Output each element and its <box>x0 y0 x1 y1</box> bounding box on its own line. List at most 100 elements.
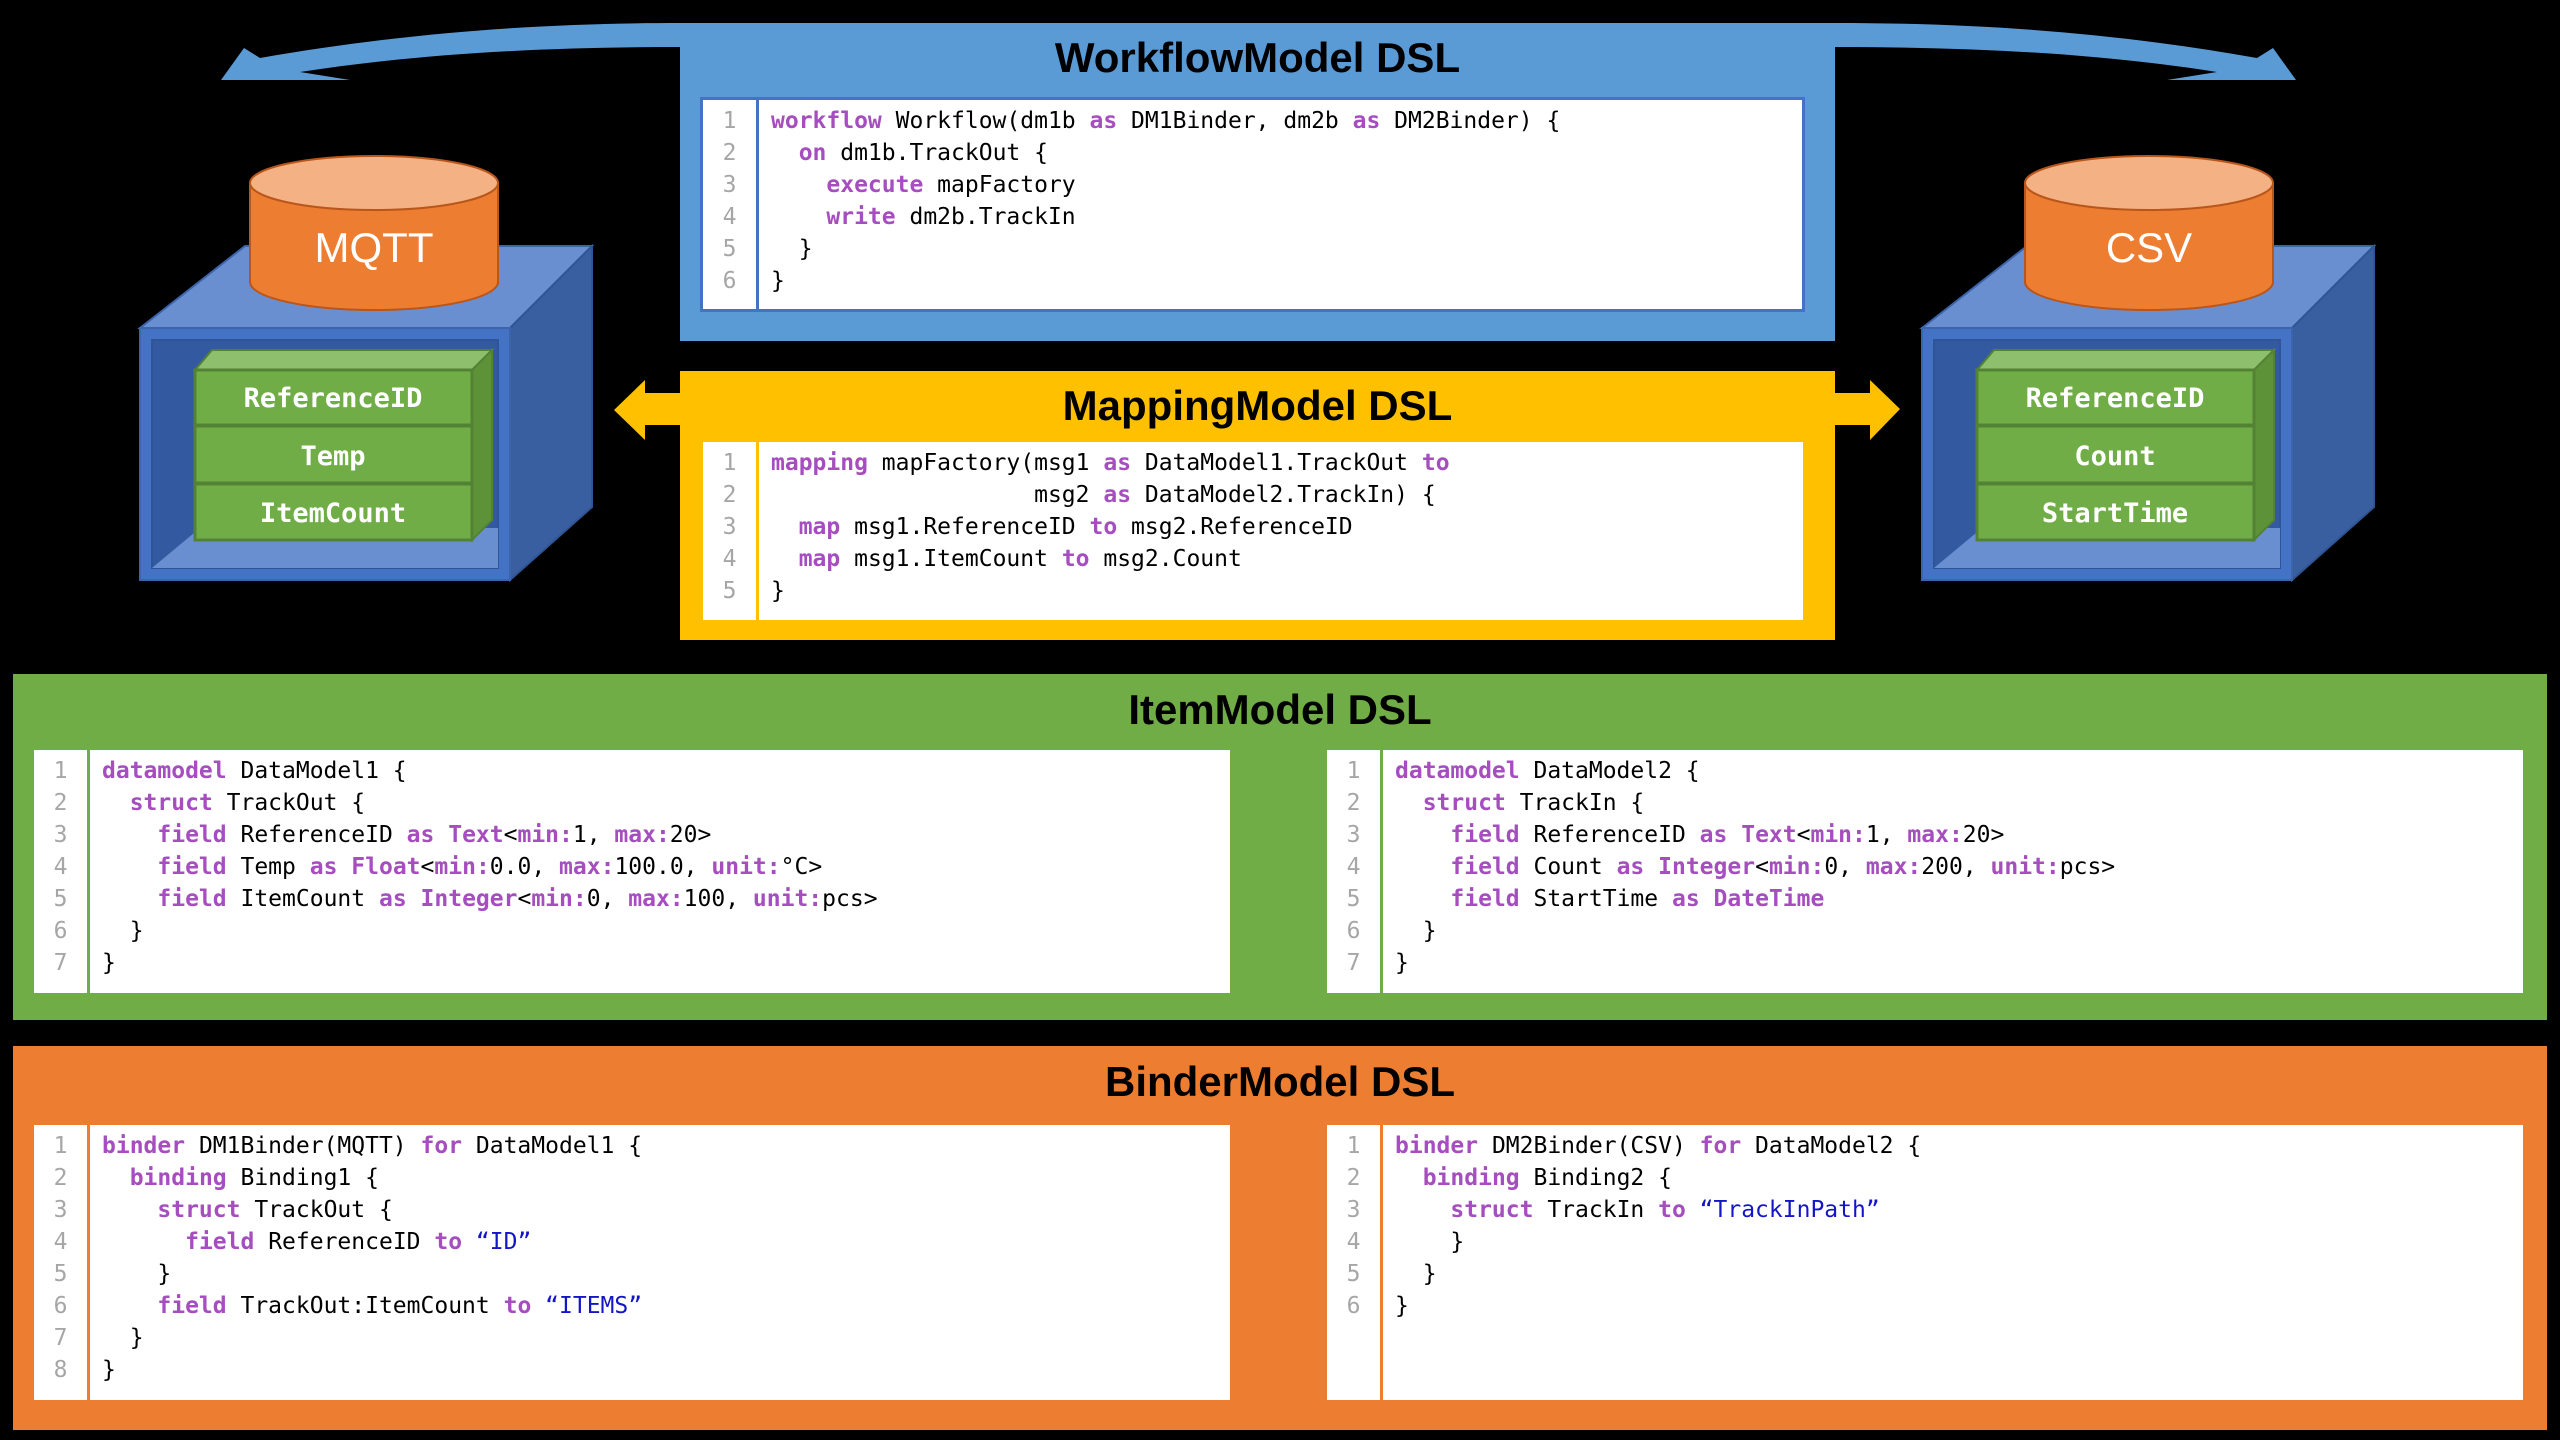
left-field-label: ItemCount <box>260 498 406 529</box>
code-text: } <box>771 268 785 294</box>
keyword: Text <box>1741 822 1797 848</box>
keyword: field <box>157 1293 227 1319</box>
keyword: for <box>420 1133 463 1159</box>
left-cylinder-body <box>249 182 499 311</box>
line-number: 7 <box>53 950 68 976</box>
code-text: 0, <box>1824 854 1866 880</box>
stack-side <box>471 347 493 543</box>
left-field-label: Temp <box>300 441 365 472</box>
keyword: min: <box>1768 854 1825 880</box>
code-text: } <box>102 1357 116 1383</box>
right-cube: ReferenceID Count StartTime <box>1919 155 2377 583</box>
stack-top <box>1974 349 2277 371</box>
line-number: 1 <box>53 758 68 784</box>
code-text: 0, <box>586 886 629 912</box>
code-text: Binding2 { <box>1519 1165 1672 1191</box>
code-text: DataModel1 { <box>226 758 407 784</box>
code-text: DataModel2 { <box>1741 1133 1922 1159</box>
line-number: 5 <box>722 236 737 262</box>
string-literal: “TrackInPath” <box>1699 1197 1880 1223</box>
code-text: < <box>420 854 435 880</box>
code-line: field ItemCount as Integer<min:0, max:10… <box>102 886 878 912</box>
code-text <box>102 1197 157 1223</box>
right-store-label: CSV <box>2105 224 2193 271</box>
keyword: for <box>1699 1133 1742 1159</box>
code-line: } <box>102 1325 144 1351</box>
code-line: } <box>102 918 144 944</box>
line-number: 6 <box>1346 1293 1361 1319</box>
code-line: } <box>1395 1293 1409 1319</box>
keyword: to <box>1061 546 1090 572</box>
code-text: 100.0, <box>614 854 712 880</box>
code-text: } <box>1395 1293 1409 1319</box>
code-text: °C> <box>780 854 823 880</box>
code-text <box>771 140 799 166</box>
code-line: field Temp as Float<min:0.0, max:100.0, … <box>102 854 822 880</box>
keyword: unit: <box>711 854 781 880</box>
line-number: 6 <box>722 268 737 294</box>
keyword: binding <box>1422 1165 1520 1191</box>
code-text: } <box>102 1261 172 1287</box>
code-text: ReferenceID <box>226 822 407 848</box>
left-curved-arrow <box>221 23 680 80</box>
code-text: DM2Binder) { <box>1380 108 1561 134</box>
line-number: 6 <box>53 918 68 944</box>
code-text: Binding1 { <box>226 1165 379 1191</box>
left-store-label: MQTT <box>314 224 434 271</box>
code-text <box>434 822 448 848</box>
right-field-label: ReferenceID <box>2026 383 2205 414</box>
line-number: 3 <box>722 514 737 540</box>
right-curved-arrow <box>1835 23 2296 80</box>
line-number: 5 <box>53 886 68 912</box>
keyword: as <box>1616 854 1645 880</box>
keyword: struct <box>1450 1197 1534 1223</box>
keyword: field <box>157 822 227 848</box>
right-field-label: StartTime <box>2042 498 2188 529</box>
code-text: } <box>102 1325 144 1351</box>
code-text: TrackOut { <box>212 790 366 816</box>
code-line: binder DM1Binder(MQTT) for DataModel1 { <box>102 1133 642 1159</box>
keyword: struct <box>1422 790 1506 816</box>
code-text: Workflow(dm1b <box>881 108 1090 134</box>
code-text: pcs> <box>822 886 878 912</box>
code-line: field StartTime as DateTime <box>1395 886 1824 912</box>
line-number: 8 <box>53 1357 68 1383</box>
line-number: 1 <box>53 1133 68 1159</box>
left-cylinder-top <box>249 155 499 211</box>
keyword: field <box>157 854 227 880</box>
code-text <box>1644 854 1658 880</box>
keyword: as <box>309 854 338 880</box>
code-text: < <box>503 822 518 848</box>
line-number: 1 <box>1346 758 1361 784</box>
code-text: 1, <box>1865 822 1908 848</box>
keyword: as <box>1089 108 1118 134</box>
line-number: 3 <box>53 822 68 848</box>
line-number: 6 <box>1346 918 1361 944</box>
keyword: binder <box>1395 1133 1479 1159</box>
keyword: map <box>798 514 841 540</box>
item-title: ItemModel DSL <box>1128 686 1432 733</box>
keyword: min: <box>531 886 587 912</box>
code-line: binding Binding2 { <box>1395 1165 1672 1191</box>
code-text: msg2.ReferenceID <box>1117 514 1353 540</box>
code-text: TrackIn <box>1533 1197 1659 1223</box>
line-number: 3 <box>1346 822 1361 848</box>
keyword: min: <box>517 822 573 848</box>
code-text <box>407 886 421 912</box>
line-number: 3 <box>53 1197 68 1223</box>
keyword: mapping <box>771 450 868 476</box>
code-text <box>771 204 826 230</box>
line-number: 1 <box>722 450 737 476</box>
code-text <box>1395 822 1450 848</box>
string-literal: “ITEMS” <box>545 1293 643 1319</box>
mapping-title: MappingModel DSL <box>1062 382 1453 429</box>
code-text <box>1700 886 1714 912</box>
code-text <box>531 1293 545 1319</box>
code-text: msg2.Count <box>1089 546 1242 572</box>
